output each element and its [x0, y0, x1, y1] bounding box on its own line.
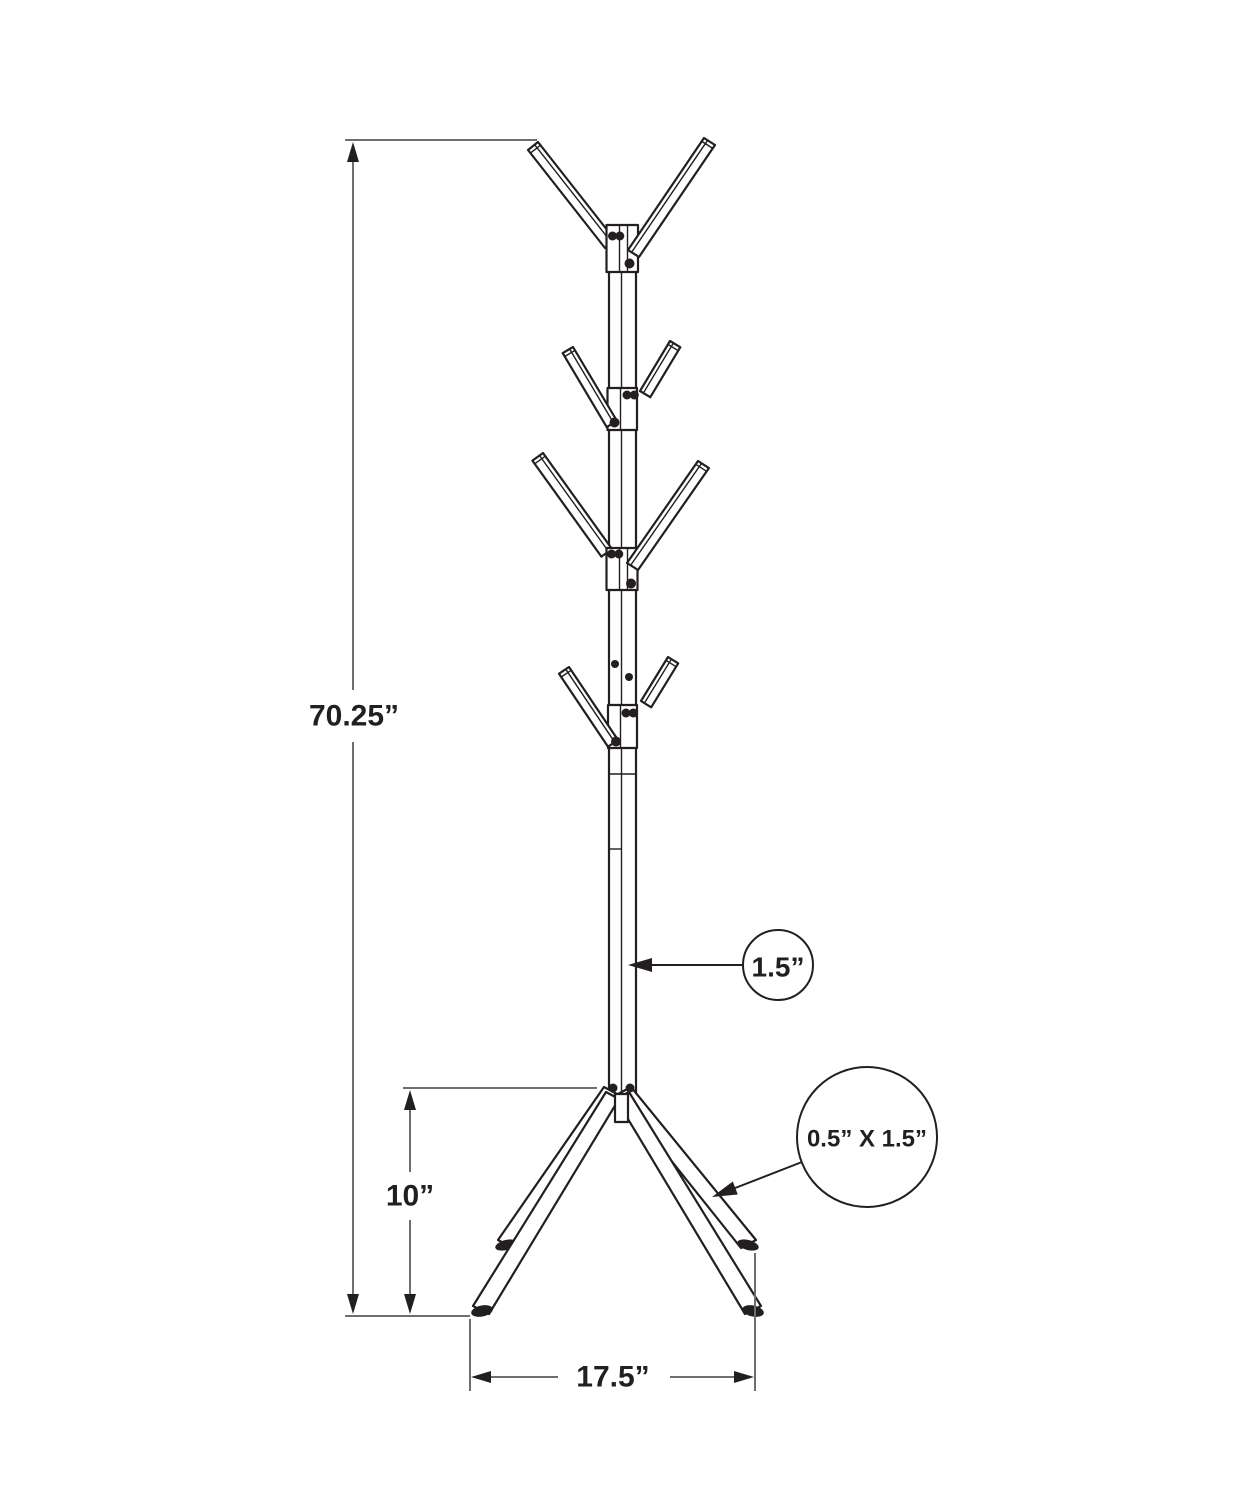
- pole-bottom-stub: [613, 1092, 630, 1124]
- bolt: [611, 660, 619, 668]
- hook-arm-bevel: [568, 348, 615, 424]
- hook-arm-tip-bevel: [529, 144, 541, 154]
- dimension-annotations: 70.25” 10” 17.5” 1.5”: [309, 139, 938, 1394]
- arrowhead-down: [347, 1294, 359, 1314]
- arrowhead-down-left: [712, 1181, 738, 1197]
- bolt: [608, 1083, 618, 1093]
- hook-arm-tip-bevel: [667, 343, 679, 352]
- hook-arm-bevel: [538, 455, 610, 552]
- bolt: [609, 417, 620, 428]
- callout-leg-label: 0.5” X 1.5”: [807, 1126, 927, 1153]
- bolt: [614, 549, 624, 559]
- dimension-height-label: 70.25”: [309, 700, 399, 733]
- hook-arm-bevel: [565, 668, 616, 743]
- base-legs: [471, 1083, 764, 1317]
- callout-pole-label: 1.5”: [752, 952, 805, 983]
- callout-pole-section: 1.5”: [628, 929, 814, 1001]
- arrowhead-down: [404, 1294, 416, 1314]
- arrowhead-left: [471, 1371, 491, 1383]
- hook-arm-bevel: [534, 144, 613, 244]
- hook-arm-bevel: [631, 139, 709, 253]
- hook-arm-left: [531, 451, 614, 558]
- bolt: [625, 673, 633, 681]
- leg-front-right: [614, 1090, 763, 1316]
- callout-leg-section: 0.5” X 1.5”: [712, 1066, 938, 1208]
- dimension-base-width: 17.5”: [469, 1253, 756, 1394]
- callout-circle: [796, 1066, 938, 1208]
- hook-arm-tip-bevel: [701, 140, 714, 149]
- hook-set-3: [531, 451, 710, 592]
- bolt: [629, 390, 639, 400]
- hook-arm-right: [626, 136, 717, 259]
- bolt: [628, 708, 638, 718]
- hook-arm-tip-bevel: [695, 463, 708, 472]
- hook-arm-left: [526, 140, 617, 250]
- hook-arm-tip-bevel: [665, 659, 677, 668]
- hook-arm-right: [625, 459, 710, 572]
- bolt: [626, 578, 636, 589]
- hook-arm-left: [557, 665, 620, 748]
- leader-line: [729, 1161, 803, 1191]
- dimension-overall-height: 70.25”: [309, 139, 537, 1317]
- arrowhead-up: [404, 1090, 416, 1110]
- leg-foot: [742, 1305, 764, 1317]
- coat-rack: [471, 136, 764, 1317]
- arrowhead-up: [347, 142, 359, 162]
- bolt: [608, 231, 617, 241]
- hook-arm-tip-bevel: [564, 349, 576, 358]
- hook-set-4: [557, 655, 680, 750]
- arrowhead-left: [628, 958, 652, 972]
- bolt: [624, 258, 635, 269]
- bolt: [607, 549, 616, 559]
- hook-set-top: [526, 136, 717, 274]
- bolt: [611, 736, 621, 747]
- callout-circle: [742, 929, 814, 1001]
- dimension-base-width-label: 17.5”: [576, 1361, 649, 1394]
- leg-front-left: [471, 1090, 621, 1316]
- bolt: [621, 708, 631, 718]
- dimension-base-height: 10”: [386, 1087, 597, 1314]
- hook-arm-bevel: [643, 658, 672, 704]
- hook-arm-bevel: [630, 462, 703, 566]
- bolt: [615, 231, 625, 241]
- hook-arm-tip-bevel: [560, 669, 572, 678]
- bolt: [622, 390, 632, 400]
- hook-arm-tip-bevel: [534, 455, 546, 465]
- dimension-base-height-label: 10”: [386, 1180, 434, 1213]
- leg-foot: [737, 1239, 759, 1251]
- arrowhead-right: [734, 1371, 754, 1383]
- hook-arm-bevel: [642, 342, 675, 394]
- leg-foot: [471, 1305, 493, 1317]
- hook-set-2: [561, 339, 682, 432]
- bolt: [625, 1083, 635, 1093]
